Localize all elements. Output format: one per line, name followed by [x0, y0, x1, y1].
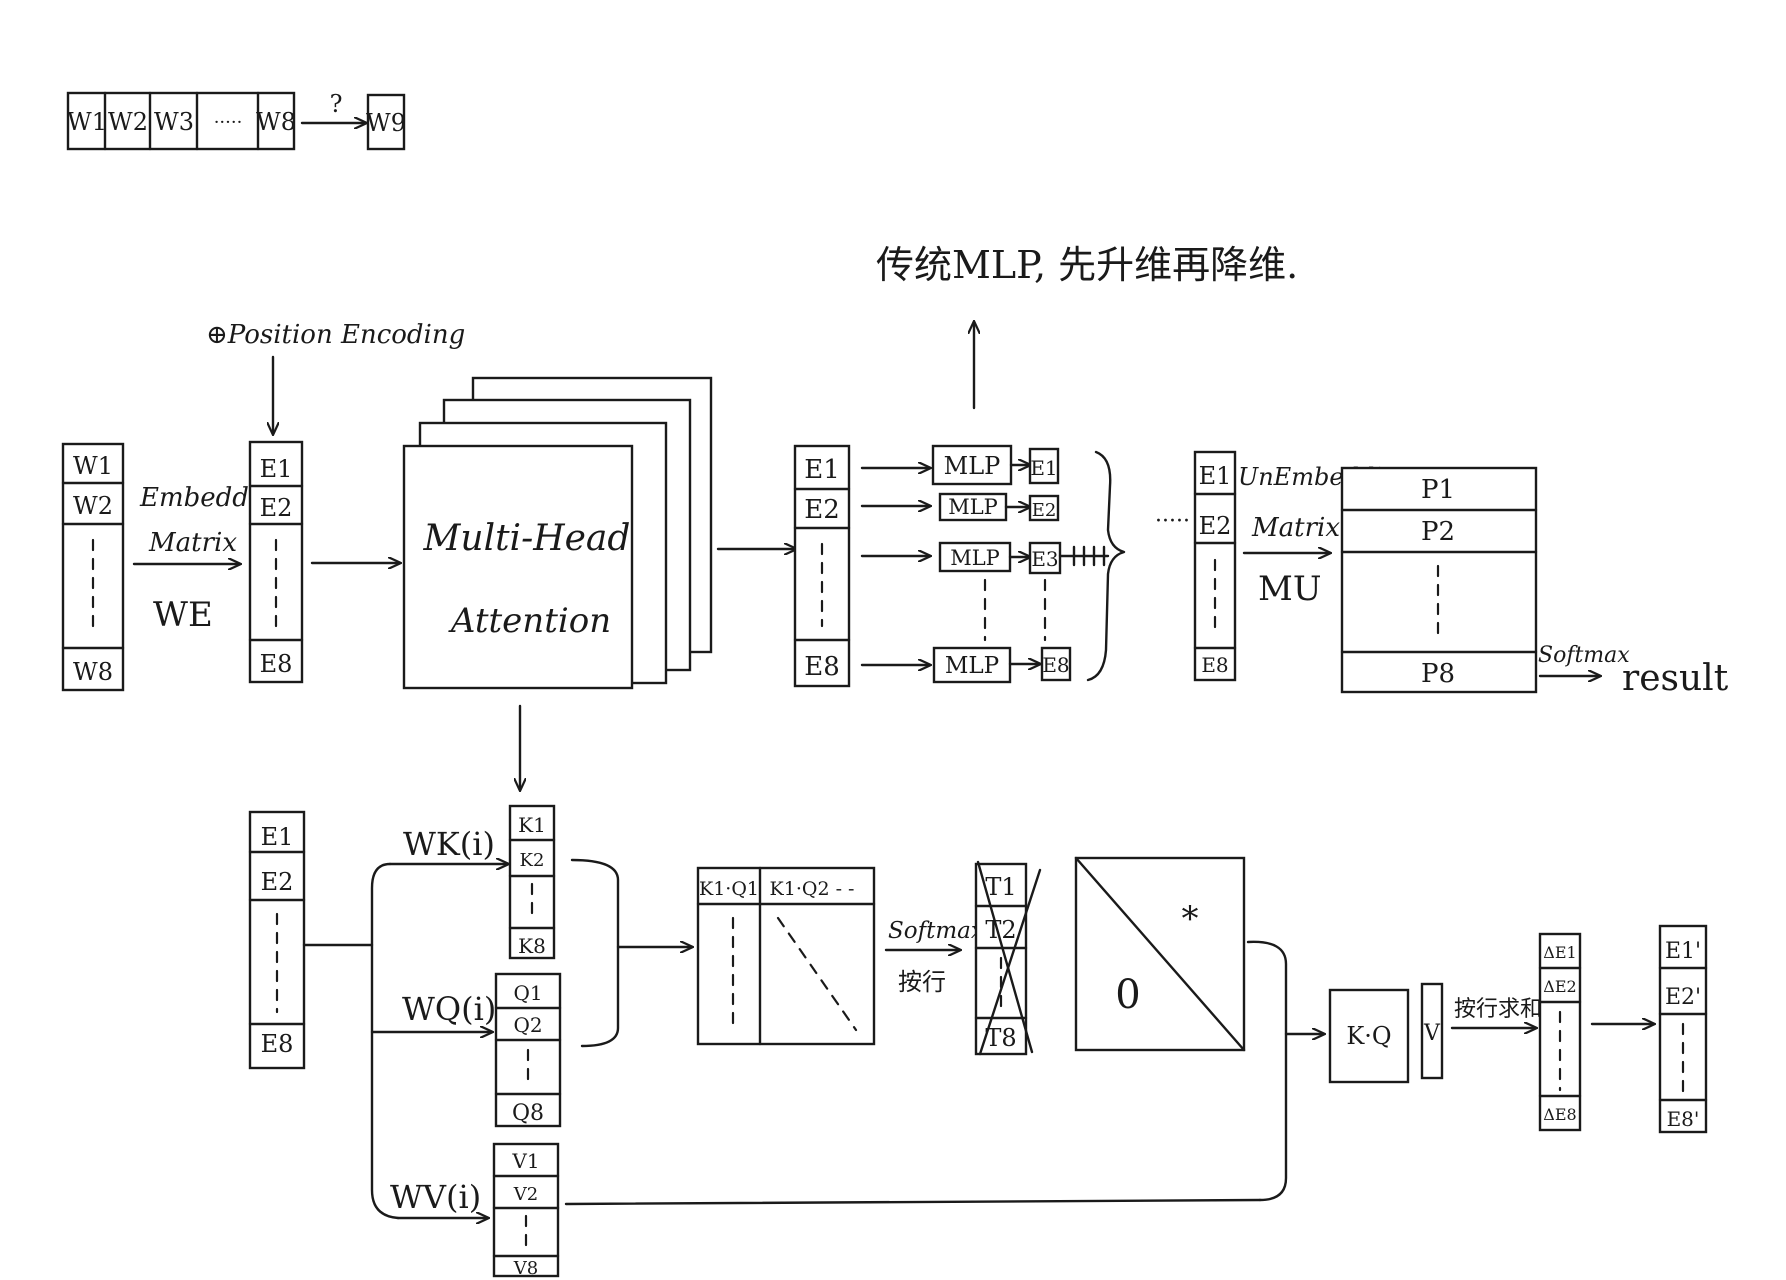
- detail-softmax-label: Softmax: [888, 918, 984, 944]
- prob-p1: P1: [1421, 475, 1455, 505]
- values-column: V1 V2 V8: [492, 1142, 560, 1279]
- mu-symbol: MU: [1258, 569, 1321, 609]
- value-v1: V1: [511, 1149, 539, 1173]
- multi-head-attention: Multi-Head Attention: [402, 376, 713, 690]
- seq-token: ·····: [214, 112, 243, 133]
- delta-e1: ΔE1: [1543, 943, 1576, 962]
- updated-e1: E1': [1665, 939, 1701, 964]
- value-v2: V2: [513, 1184, 538, 1205]
- mlp-out-e1: E1: [1030, 456, 1057, 480]
- embedded-e8: E8: [260, 650, 293, 678]
- t-row-1: T1: [985, 873, 1016, 901]
- detail-input-column: E1 E2 E8: [248, 810, 306, 1070]
- delta-e8: ΔE8: [1543, 1105, 1576, 1124]
- mlp-out-e3: E3: [1031, 547, 1058, 571]
- key-k8: K8: [518, 934, 546, 958]
- delta-column: ΔE1 ΔE2 ΔE8: [1538, 932, 1582, 1132]
- embedded-e2: E2: [260, 494, 293, 522]
- sequence-row: W1 W2 W3 ····· W8 ? W9: [66, 90, 406, 151]
- keys-column: K1 K2 K8: [508, 804, 556, 960]
- attention-title-line1: Multi-Head: [423, 518, 631, 559]
- mlp-label-8: MLP: [945, 653, 999, 679]
- final-e2: E2: [1199, 512, 1232, 540]
- wk-label: WK(i): [403, 825, 495, 863]
- attn-out-e8: E8: [804, 652, 840, 682]
- position-encoding: ⊕Position Encoding: [206, 320, 465, 434]
- updated-e2: E2': [1665, 985, 1701, 1010]
- kq-box: [1328, 988, 1410, 1084]
- detail-e8: E8: [261, 1030, 294, 1058]
- mlp-label-3: MLP: [950, 546, 1000, 570]
- input-w1: W1: [73, 452, 113, 480]
- mask-upper: *: [1182, 899, 1199, 939]
- final-column: E1 E2 E8: [1193, 450, 1237, 682]
- seq-token: W3: [154, 108, 194, 136]
- seq-token: W1: [67, 108, 107, 136]
- query-q8: Q8: [512, 1101, 544, 1126]
- mlp-label-1: MLP: [944, 452, 1001, 480]
- queries-column: Q1 Q2 Q8: [494, 972, 562, 1128]
- input-w8: W8: [73, 658, 113, 686]
- v-box: [1420, 982, 1444, 1080]
- mlp-out-e2: E2: [1032, 500, 1057, 521]
- prob-p2: P2: [1421, 517, 1455, 547]
- kq-label: K·Q: [1346, 1022, 1391, 1050]
- delta-e2: ΔE2: [1543, 977, 1576, 996]
- continuation-dots: ·····: [1155, 509, 1190, 534]
- detail-e1: E1: [261, 823, 294, 851]
- v-label: V: [1423, 1021, 1441, 1046]
- wv-label: WV(i): [390, 1178, 481, 1216]
- t-row-8: T8: [985, 1024, 1016, 1052]
- mlp-label-2: MLP: [948, 495, 998, 519]
- mask-matrix: * 0: [1074, 856, 1246, 1052]
- we-symbol: WE: [153, 595, 213, 635]
- input-column: W1 W2 W8: [61, 442, 125, 692]
- updated-column: E1' E2' E8': [1658, 924, 1708, 1134]
- final-e1: E1: [1199, 462, 1232, 490]
- score-matrix: K1·Q1 K1·Q2 - -: [696, 866, 876, 1046]
- position-encoding-text: ⊕Position Encoding: [206, 320, 465, 350]
- attn-out-e2: E2: [804, 495, 840, 525]
- seq-token: W2: [108, 108, 148, 136]
- unembedding-matrix-text: Matrix: [1251, 513, 1340, 543]
- question-mark: ?: [330, 90, 343, 118]
- seq-token: W8: [256, 108, 296, 136]
- embedded-column: E1 E2 E8: [248, 440, 304, 684]
- softmax-label: Softmax: [1538, 643, 1630, 668]
- query-q1: Q1: [513, 981, 542, 1005]
- detail-e2: E2: [261, 868, 294, 896]
- final-e8: E8: [1201, 653, 1228, 677]
- key-k2: K2: [520, 850, 545, 871]
- by-row-label: 按行: [898, 968, 946, 996]
- mlp-blocks: MLP MLP MLP MLP E1 E2 E3 E8 传统MLP, 先升维再降…: [860, 243, 1298, 684]
- attention-title-line2: Attention: [448, 601, 611, 641]
- result-label: result: [1622, 658, 1729, 699]
- t-column: T1 T2 T8: [974, 860, 1042, 1056]
- input-w2: W2: [73, 492, 113, 520]
- target-token: W9: [366, 109, 406, 137]
- score-k1q1: K1·Q1: [699, 878, 759, 900]
- matrix-text: Matrix: [148, 528, 237, 558]
- sum-by-row-label: 按行求和: [1454, 997, 1542, 1022]
- value-v8: V8: [513, 1258, 538, 1279]
- attention-output-column: E1 E2 E8: [793, 444, 851, 688]
- mask-lower: 0: [1115, 972, 1140, 1018]
- embedded-e1: E1: [260, 455, 293, 483]
- key-k1: K1: [518, 813, 546, 837]
- mlp-note: 传统MLP, 先升维再降维.: [876, 243, 1298, 287]
- updated-e8: E8': [1667, 1107, 1700, 1131]
- score-k1q2: K1·Q2 - -: [770, 878, 855, 900]
- mlp-out-e8: E8: [1042, 653, 1069, 677]
- prob-column: P1 P2 P8: [1340, 466, 1538, 694]
- prob-p8: P8: [1421, 659, 1455, 689]
- query-q2: Q2: [513, 1013, 542, 1037]
- attn-out-e1: E1: [804, 455, 840, 485]
- wq-label: WQ(i): [402, 990, 496, 1028]
